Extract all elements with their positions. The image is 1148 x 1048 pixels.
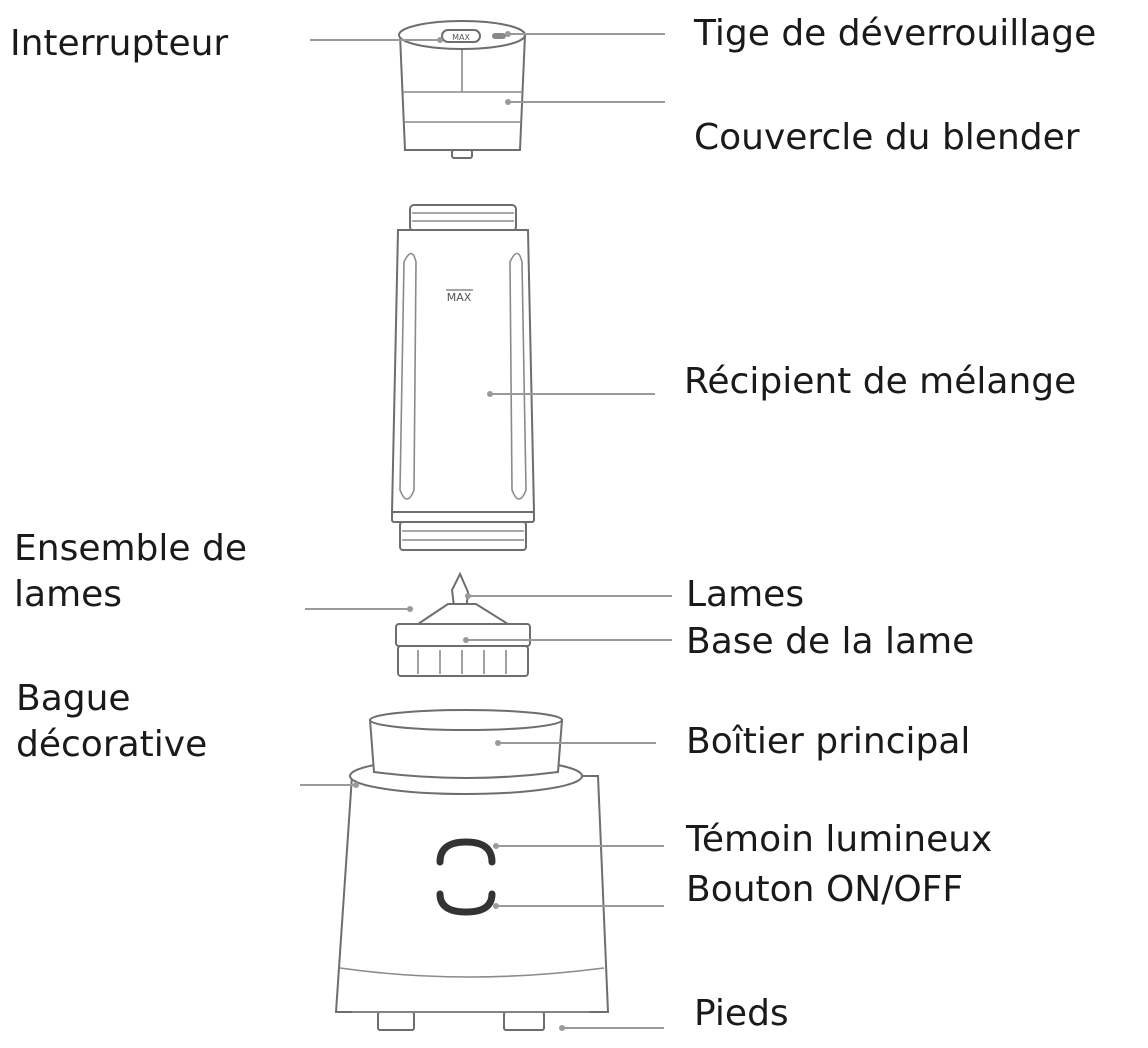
label-blades: Lames [686,574,805,615]
label-blade-assembly-line2: lames [14,574,123,615]
unlock-rod [492,33,506,39]
power-button [436,890,496,916]
indicator-light [436,838,496,866]
label-main-body: Boîtier principal [686,721,971,762]
label-lid: Couvercle du blender [694,117,1080,158]
label-decor-ring-line1: Bague [16,678,131,719]
label-switch: Interrupteur [10,23,229,64]
label-unlock-rod: Tige de déverrouillage [694,13,1097,54]
blade-base [395,623,531,647]
label-blade-base: Base de la lame [686,621,975,662]
label-feet: Pieds [694,993,789,1034]
lid-max-mark: MAX [452,33,470,42]
label-blade-assembly-line1: Ensemble de [14,528,247,569]
container-max-mark: MAX [447,291,472,304]
label-indicator: Témoin lumineux [686,819,993,860]
main-body [334,709,610,1031]
label-power-button: Bouton ON/OFF [686,869,964,910]
blade-assembly [395,571,531,677]
feet [377,1011,415,1031]
blender-lid: MAX [398,20,527,159]
leader-lines [300,31,672,1031]
label-blade-assembly: Ensemble de lames [14,526,247,618]
lid-switch [441,29,481,43]
label-decor-ring: Bague décorative [16,676,207,768]
mixing-container: MAX [390,204,536,551]
label-decor-ring-line2: décorative [16,724,208,765]
label-container: Récipient de mélange [684,361,1077,402]
